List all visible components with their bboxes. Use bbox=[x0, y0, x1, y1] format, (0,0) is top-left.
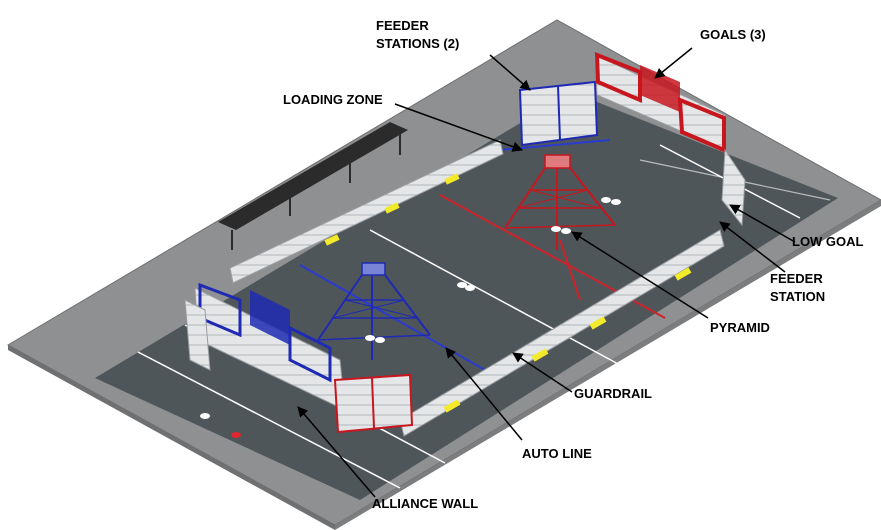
arrow-alliance-wall bbox=[297, 406, 376, 498]
arrow-low-goal bbox=[729, 204, 796, 243]
label-goals: GOALS (3) bbox=[700, 27, 766, 42]
label-feeder-station-line2: STATION bbox=[770, 289, 825, 304]
arrow-feeder-stations bbox=[489, 54, 531, 91]
label-auto-line: AUTO LINE bbox=[522, 446, 592, 461]
label-alliance-wall: ALLIANCE WALL bbox=[372, 496, 478, 511]
label-pyramid: PYRAMID bbox=[710, 320, 770, 335]
label-loading-zone: LOADING ZONE bbox=[283, 92, 383, 107]
discs bbox=[200, 197, 621, 438]
arrow-loading-zone bbox=[394, 103, 523, 152]
arrow-goals bbox=[654, 47, 693, 79]
label-feeder-stations-line2: STATIONS (2) bbox=[376, 36, 459, 51]
arrow-guardrail bbox=[512, 352, 573, 393]
arrow-pyramid bbox=[571, 231, 709, 319]
pyramid-red bbox=[504, 154, 616, 250]
leader-arrows bbox=[297, 47, 796, 498]
pyramid-blue bbox=[317, 262, 431, 360]
arrow-auto-line bbox=[445, 347, 523, 441]
feeder-stations-blue bbox=[518, 80, 599, 147]
guardrail-near bbox=[399, 229, 725, 437]
bleachers bbox=[218, 122, 408, 250]
label-feeder-stations-line1: FEEDER bbox=[376, 18, 429, 33]
label-low-goal: LOW GOAL bbox=[792, 234, 864, 249]
arrow-feeder-station bbox=[719, 221, 786, 273]
alliance-wall-blue bbox=[184, 282, 414, 434]
label-feeder-station-line1: FEEDER bbox=[770, 271, 823, 286]
guardrail-far bbox=[229, 139, 504, 284]
label-guardrail: GUARDRAIL bbox=[574, 386, 652, 401]
